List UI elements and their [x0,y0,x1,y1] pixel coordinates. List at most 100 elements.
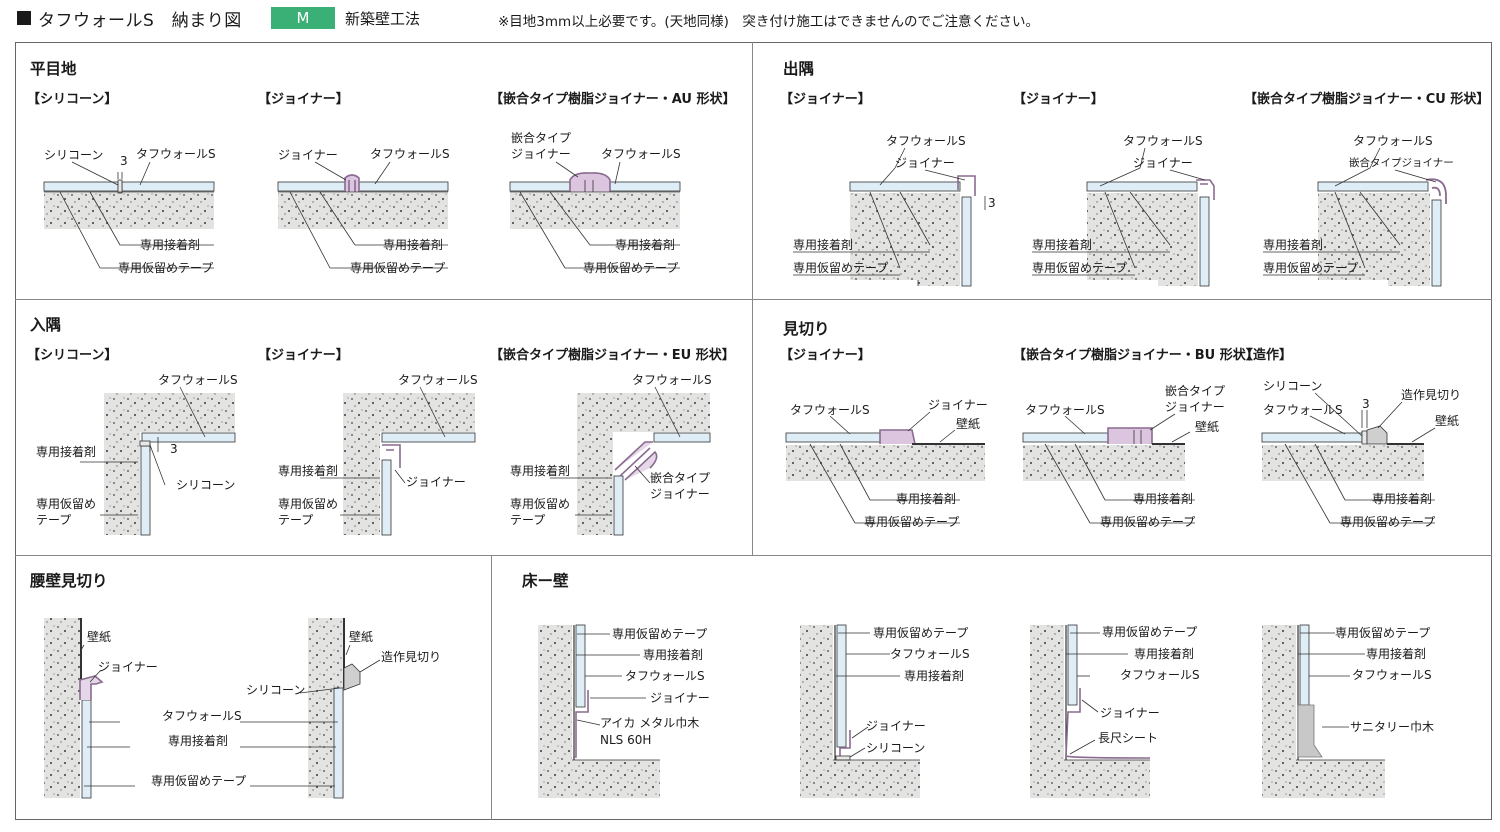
label-silicone: シリコーン [176,478,235,492]
divider-horizontal-2 [15,555,1492,556]
label-fit-b: ジョイナー [650,487,710,501]
header-note: ※目地3mm以上必要です。(天地同様) 突き付け施工はできませんのでご注意くださ… [498,14,1039,30]
label-toughwall: タフウォールS [370,147,450,161]
label-gap: 3 [170,442,178,456]
black-square-icon [17,11,31,25]
sub-deszumi-cu: 【嵌合タイプ樹脂ジョイナー・CU 形状】 [1244,91,1489,107]
label-adhesive: 専用接着剤 [904,668,964,683]
divider-horizontal-1 [15,299,1492,300]
deszumi-joiner-1-diagram [793,147,986,287]
label-gap: 3 [120,154,128,168]
sub-hirameji-joiner: 【ジョイナー】 [258,91,349,107]
label-wallpaper: 壁紙 [1435,413,1459,428]
method-badge: M [271,7,335,29]
label-toughwall: タフウォールS [1263,403,1343,417]
label-sanitary: サニタリー巾木 [1350,720,1434,734]
label-toughwall: タフウォールS [1352,668,1432,682]
label-wallpaper: 壁紙 [349,629,373,644]
label-tape: 専用仮留めテープ [1102,625,1197,639]
irizumi-joiner-diagram [320,386,476,536]
deszumi-joiner-2-diagram [1032,147,1215,287]
sub-mikiri-bu: 【嵌合タイプ樹脂ジョイナー・BU 形状】 [1013,347,1259,363]
label-adhesive: 専用接着剤 [896,491,956,506]
irizumi-eu-diagram [550,386,711,536]
label-toughwall: タフウォールS [398,373,478,387]
irizumi-silicone-diagram [80,386,236,536]
yuka-aica-diagram [538,624,660,798]
label-adhesive: 専用接着剤 [168,733,228,748]
koshikabe-diagram [44,618,381,799]
label-gap: 3 [1362,397,1370,411]
sub-deszumi-joiner-2: 【ジョイナー】 [1013,91,1104,107]
label-joiner: ジョイナー [1100,706,1160,720]
label-tape: 専用仮留めテープ [118,261,213,275]
label-tape-a: 専用仮留め [278,497,338,511]
sub-irizumi-joiner: 【ジョイナー】 [258,347,349,363]
label-adhesive: 専用接着剤 [1372,491,1432,506]
label-tape: 専用仮留めテープ [612,627,707,641]
label-adhesive: 専用接着剤 [383,237,443,252]
sub-mikiri-zousaku: 【造作】 [1240,347,1292,363]
label-adhesive: 専用接着剤 [1133,491,1193,506]
label-joiner: ジョイナー [866,719,926,733]
label-tape: 専用仮留めテープ [793,261,888,275]
label-joiner: ジョイナー [406,475,466,489]
label-gap: 3 [988,196,996,210]
label-fit-a: 嵌合タイプ [650,470,710,485]
label-fit-a: 嵌合タイプ [511,130,571,145]
label-toughwall: タフウォールS [1123,134,1203,148]
label-zousaku-mikiri: 造作見切り [1401,388,1461,402]
label-joiner: ジョイナー [928,398,988,412]
label-wallpaper: 壁紙 [956,416,980,431]
label-adhesive: 専用接着剤 [1263,237,1323,252]
hirameji-silicone-diagram [43,161,215,269]
section-koshikabe: 腰壁見切り [29,571,108,590]
method-label: 新築壁工法 [345,10,421,28]
label-tape-b: テープ [510,513,545,527]
label-adhesive: 専用接着剤 [510,463,570,478]
label-adhesive: 専用接着剤 [615,237,675,252]
label-fit-a: 嵌合タイプ [1165,383,1225,398]
sub-deszumi-joiner-1: 【ジョイナー】 [780,91,871,107]
divider-vertical-bottom [491,555,492,820]
section-mikiri: 見切り [782,320,830,338]
section-hirameji: 平目地 [30,59,77,78]
label-tape-a: 専用仮留め [36,497,96,511]
label-tape-b: テープ [278,513,313,527]
label-toughwall: タフウォールS [136,147,216,161]
section-yuka: 床ー壁 [522,571,569,590]
label-tape: 専用仮留めテープ [1335,626,1430,640]
label-toughwall: タフウォールS [1353,134,1433,148]
label-zousaku-mikiri: 造作見切り [381,650,441,664]
label-tape: 専用仮留めテープ [873,626,968,640]
sub-irizumi-silicone: 【シリコーン】 [27,347,117,363]
label-wallpaper: 壁紙 [1195,419,1219,434]
label-tape: 専用仮留めテープ [151,774,246,788]
label-toughwall: タフウォールS [886,134,966,148]
label-joiner: ジョイナー [650,691,710,705]
deszumi-cu-diagram [1263,147,1447,287]
label-joiner: ジョイナー [98,660,158,674]
label-toughwall: タフウォールS [1120,668,1200,682]
label-long-sheet: 長尺シート [1098,731,1158,745]
sub-mikiri-joiner: 【ジョイナー】 [780,347,871,363]
label-toughwall: タフウォールS [1025,403,1105,417]
mikiri-bu-diagram [1022,413,1195,524]
label-toughwall: タフウォールS [890,647,970,661]
sub-irizumi-eu: 【嵌合タイプ樹脂ジョイナー・EU 形状】 [490,347,735,363]
yuka-silicone-diagram [800,624,920,798]
label-toughwall: タフウォールS [632,373,712,387]
label-silicone: シリコーン [44,148,103,162]
label-toughwall: タフウォールS [601,147,681,161]
label-tape: 専用仮留めテープ [1340,515,1435,529]
label-adhesive: 専用接着剤 [1032,237,1092,252]
label-aica-b: NLS 60H [600,733,651,747]
label-tape: 専用仮留めテープ [1100,515,1195,529]
sub-hirameji-silicone: 【シリコーン】 [27,91,117,107]
label-fit-b: ジョイナー [1165,400,1225,414]
label-toughwall: タフウォールS [790,403,870,417]
label-fit-b: ジョイナー [511,147,571,161]
label-silicone: シリコーン [246,683,305,697]
label-adhesive: 専用接着剤 [1366,646,1426,661]
diagram-frame [15,42,1492,820]
